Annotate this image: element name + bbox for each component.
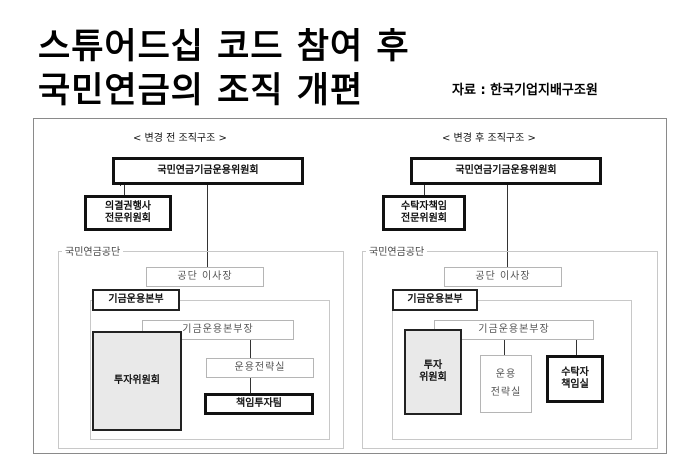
before-nps-label: 국민연금공단	[62, 243, 124, 258]
before-heading: < 변경 전 조직구조 >	[133, 133, 227, 144]
after-chairman: 공단 이사장	[444, 267, 562, 287]
before-connector-expert	[124, 185, 125, 195]
after-expert-committee-line2: 전문위원회	[401, 213, 447, 224]
after-fiduciary-line1: 수탁자	[561, 366, 589, 378]
after-hq: 기금운용본부	[392, 289, 478, 311]
after-hq-head: 기금운용본부장	[434, 320, 594, 340]
before-connector	[120, 185, 121, 186]
before-connector-nps	[207, 185, 208, 270]
after-heading: < 변경 후 조직구조 >	[442, 133, 536, 144]
after-nps-label: 국민연금공단	[366, 243, 428, 258]
after-expert-committee: 수탁자책임 전문위원회	[382, 195, 466, 231]
after-strategy-line1: 운용	[495, 368, 517, 380]
after-strategy: 운용 전략실	[480, 355, 532, 413]
before-connector-team	[250, 378, 251, 393]
before-connector-strategy	[250, 340, 251, 358]
after-strategy-line2: 전략실	[490, 387, 522, 398]
before-invest-committee: 투자위원회	[92, 331, 182, 431]
before-hq-region	[90, 300, 330, 440]
before-fund-committee: 국민연금기금운용위원회	[112, 157, 304, 185]
after-fiduciary-office: 수탁자 책임실	[546, 355, 604, 403]
before-nps-region	[58, 251, 344, 449]
after-connector-strategy	[504, 340, 505, 355]
after-connector-fiduciary	[576, 340, 577, 355]
after-invest-committee-line1: 투자	[423, 359, 443, 371]
after-hq-region	[392, 300, 632, 440]
source-note: 자료 : 한국기업지배구조원	[452, 83, 598, 98]
before-expert-committee: 의결권행사 전문위원회	[84, 195, 172, 231]
before-chairman: 공단 이사장	[146, 267, 264, 287]
before-responsible-team: 책임투자팀	[204, 393, 314, 415]
after-expert-committee-line1: 수탁자책임	[401, 200, 447, 212]
after-nps-region	[362, 251, 658, 449]
after-fund-committee: 국민연금기금운용위원회	[410, 157, 602, 185]
after-invest-committee: 투자 위원회	[404, 329, 462, 415]
before-expert-committee-line1: 의결권행사	[105, 200, 151, 212]
after-connector-nps	[507, 185, 508, 270]
after-connector-expert	[424, 185, 425, 195]
after-invest-committee-line2: 위원회	[419, 372, 447, 383]
title-line-2: 국민연금의 조직 개편	[38, 71, 364, 111]
diagram-frame: < 변경 전 조직구조 > 국민연금기금운용위원회 의결권행사 전문위원회 국민…	[33, 118, 667, 454]
title-line-1: 스튜어드십 코드 참여 후	[38, 27, 410, 67]
before-hq: 기금운용본부	[92, 289, 180, 311]
after-fiduciary-line2: 책임실	[561, 379, 589, 390]
before-strategy: 운용전략실	[206, 358, 314, 378]
before-expert-committee-line2: 전문위원회	[105, 213, 151, 224]
